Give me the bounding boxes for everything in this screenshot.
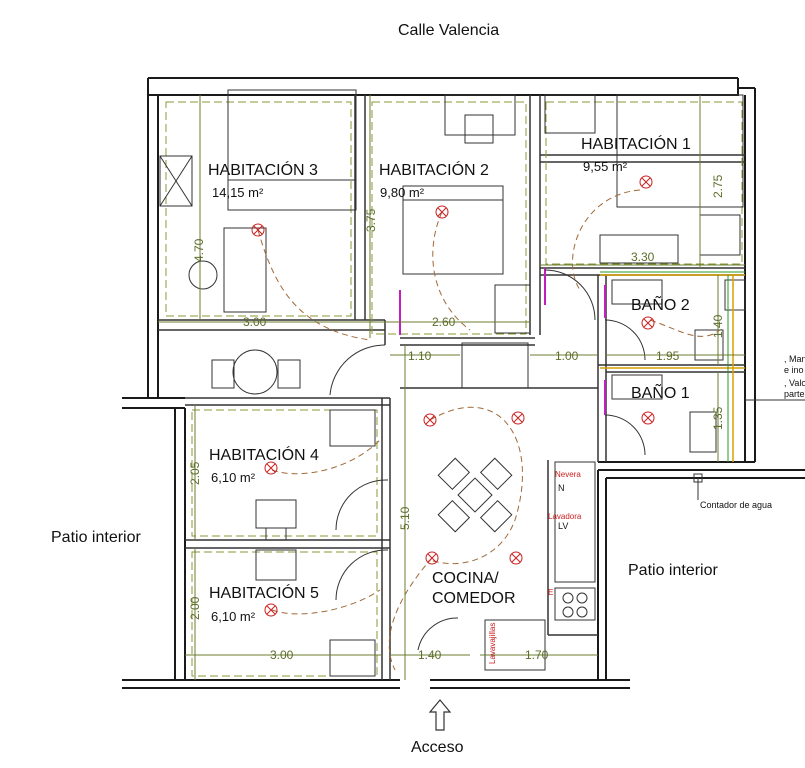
dim-330: 3.30: [631, 250, 655, 264]
access-arrow-icon: [428, 699, 452, 731]
dim-140-v: 1.40: [711, 314, 725, 338]
room-name-hab1: HABITACIÓN 1: [581, 136, 691, 153]
appliance-lavavajillas: Lavavajillas: [488, 622, 497, 664]
appliance-nevera-code: N: [558, 483, 565, 493]
appliance-lavadora-code: LV: [558, 521, 569, 531]
room-area-hab3: 14,15 m²: [212, 185, 264, 200]
room-outlines: [165, 101, 743, 677]
room-name-cocina-line1: COCINA/: [432, 570, 499, 587]
doors: [399, 268, 606, 415]
dim-170: 1.70: [525, 648, 549, 662]
room-name-hab5: HABITACIÓN 5: [209, 585, 319, 602]
dim-195: 1.95: [656, 349, 680, 363]
plumbing-lines-green: [600, 271, 745, 462]
access-label: Acceso: [411, 739, 464, 756]
room-name-bano2: BAÑO 2: [631, 297, 690, 314]
dim-205: 2.05: [188, 461, 202, 485]
room-area-hab1: 9,55 m²: [583, 159, 628, 174]
appliance-extractor: E: [548, 588, 554, 597]
dim-275: 2.75: [711, 174, 725, 198]
room-area-hab5: 6,10 m²: [211, 609, 256, 624]
note-2a: , Valo: [784, 378, 805, 388]
dim-140-h: 1.40: [418, 648, 442, 662]
dim-510: 5.10: [398, 506, 412, 530]
furniture: [159, 89, 746, 677]
note-1a: , Man: [784, 354, 805, 364]
patio-label-right: Patio interior: [628, 562, 718, 579]
patio-label-left: Patio interior: [51, 529, 141, 546]
plumbing-lines: [600, 274, 745, 462]
dimension-lines: [158, 95, 745, 680]
outer-walls: [122, 77, 805, 689]
note-2b: parte: [784, 389, 805, 399]
door-swings: [329, 269, 646, 651]
room-area-hab4: 6,10 m²: [211, 470, 256, 485]
street-label-top: Calle Valencia: [398, 22, 500, 39]
water-meter-label: Contador de agua: [700, 500, 773, 510]
appliance-nevera: Nevera: [555, 470, 581, 479]
dim-300-top: 3.00: [243, 315, 267, 329]
dim-110: 1.10: [408, 349, 432, 363]
dim-100: 1.00: [555, 349, 579, 363]
room-area-hab2: 9,80 m²: [380, 185, 425, 200]
electrical-circuits: [257, 189, 721, 671]
dim-470: 4.70: [192, 238, 206, 262]
room-name-bano1: BAÑO 1: [631, 385, 690, 402]
appliance-lavadora: Lavadora: [548, 512, 582, 521]
dim-300-bottom: 3.00: [270, 648, 294, 662]
dim-135: 1.35: [711, 406, 725, 430]
note-1b: e ino: [784, 365, 804, 375]
note-leaders: [693, 399, 805, 500]
dim-200: 2.00: [188, 596, 202, 620]
room-name-hab2: HABITACIÓN 2: [379, 162, 489, 179]
room-name-cocina-line2: COMEDOR: [432, 590, 516, 607]
room-name-hab3: HABITACIÓN 3: [208, 162, 318, 179]
room-name-hab4: HABITACIÓN 4: [209, 447, 319, 464]
dim-260: 2.60: [432, 315, 456, 329]
light-fixtures: [251, 175, 655, 617]
dim-375: 3.75: [364, 208, 378, 232]
interior-walls: [158, 95, 745, 680]
